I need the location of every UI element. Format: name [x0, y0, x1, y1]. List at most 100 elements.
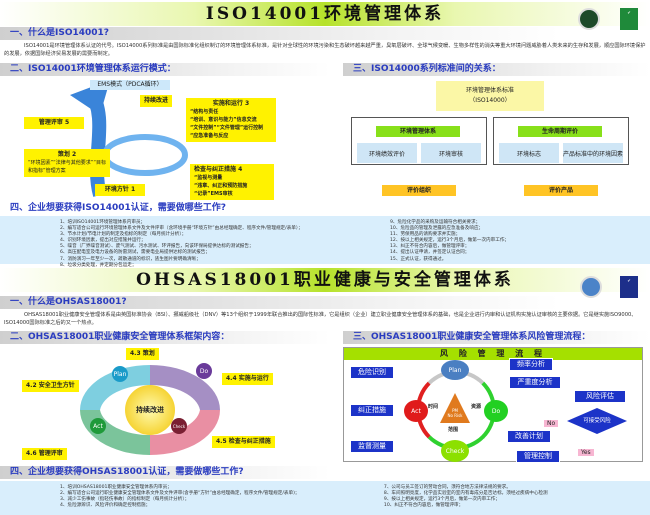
ohsas-s4-heading: 四、企业想要获得OHSAS18001认证，需要做哪些工作? — [0, 466, 330, 479]
hazard-box: 危险识别 — [350, 366, 394, 379]
list-item: 2、编写适合公司运行职业健康安全管理体系文件及文件评审(含手册“方针”由总经理确… — [60, 491, 300, 497]
eco-label: 环境标志 — [499, 143, 559, 163]
yes-label: Yes — [578, 449, 594, 456]
ohsas-s1-heading: 一、什么是OHSAS18001? — [0, 296, 560, 309]
check-node: Check — [441, 440, 469, 462]
do-item: “应急准备与反应 — [190, 133, 229, 139]
iso-title: ISO14001环境管理体系 — [0, 2, 650, 26]
list-item: 9、危险化学品的采购及运输符合相关要求； — [390, 220, 481, 225]
iso-s4-heading: 四、企业想要获得ISO14001认证，需要做哪些工作? — [10, 203, 227, 213]
review-label: 管理评审 5 — [24, 117, 84, 129]
norisk-label: No Risk — [447, 413, 463, 418]
list-item: 3、节水计划/节电计划的制定及指标的制定（每月统计分析）； — [60, 232, 187, 238]
list-item: 1、培训ISO14001环境管理体系内审员； — [60, 220, 146, 225]
item-4-4: 4.4 实施与运行 — [222, 373, 273, 385]
policy-label: 环境方针 1 — [95, 184, 145, 196]
who-logo — [580, 276, 602, 298]
performance-eval: 环境绩效评价 — [357, 143, 417, 163]
lca-head: 生命周期评价 — [518, 126, 602, 137]
monitor-box: 监督测量 — [350, 440, 394, 453]
do-circle: Do — [196, 363, 212, 379]
risk-flow: 风 险 管 理 流 程 危险识别 纠正措施 监督测量 频率分析 严重度分析 风险… — [343, 347, 643, 463]
act-node: Act — [404, 400, 428, 422]
list-item: 10、危险品的管理及泄露的应急准备及响应； — [390, 226, 484, 232]
freq-box: 频率分析 — [509, 358, 553, 371]
item-4-6: 4.6 管理评审 — [22, 448, 67, 460]
ems-label: EMS模式（PDCA循环） — [90, 80, 170, 90]
ohsas-title: OHSAS18001职业健康与安全管理体系 — [0, 268, 650, 292]
plan-box: 策划 2 “环境因素”“法律与其他要求”“目标和指标”管理方案 — [24, 149, 110, 177]
do-title: 实施和运行 3 — [212, 100, 250, 107]
ohsas-s2-heading: 二、OHSAS18001职业健康安全管理体系框架内容： — [0, 331, 330, 344]
standard-sub: （ISO14000） — [469, 97, 511, 104]
pm-label: PM — [452, 408, 458, 413]
check-circle: Check — [171, 418, 187, 434]
resource-label: 资源 — [471, 404, 482, 410]
list-item: 11、劳保用品的请购要求并实施； — [390, 232, 461, 238]
do-item: “文件控制”“文件管理”运行控制 — [190, 125, 264, 131]
acceptable-diamond: 可接受风险 — [567, 408, 627, 434]
time-label: 时间 — [428, 404, 439, 410]
plan-circle: Plan — [112, 366, 128, 382]
list-item: 5、噪音（厂界噪音测试）、废气测试、污水测试、环评报告，向该环保局提供达标的测试… — [60, 244, 254, 250]
logo-emblem — [578, 8, 600, 30]
list-item: 13、纠正不符合内容后，做管理评审； — [390, 244, 470, 250]
improve-center: 持续改进 — [125, 385, 175, 435]
product-env: 产品标准中的环境因素 — [563, 143, 623, 163]
do-box: 实施和运行 3 “结构与责任 “培训、意识与能力”信息交流 “文件控制”“文件管理”运… — [186, 98, 276, 142]
control-box: 管理控制 — [516, 450, 560, 463]
scope-label: 范围 — [448, 427, 459, 433]
do-item: “培训、意识与能力”信息交流 — [190, 117, 257, 123]
act-circle: Act — [90, 418, 106, 434]
iso-s1-heading: 一、什么是ISO14001? — [0, 27, 560, 40]
env-audit: 环境审核 — [421, 143, 481, 163]
list-item: 7、消防演习一年至少一次，疏散通道的标识，逃生图片要明确清晰； — [60, 256, 201, 262]
ohsas-s3-heading: 三、OHSAS18001职业健康安全管理体系风险管理流程： — [343, 331, 650, 344]
eval-product: 评价产品 — [524, 185, 598, 196]
list-item: 10、纠正不符合内容后，做管理评审； — [383, 503, 464, 509]
iso-s4-list: 1、培训ISO14001环境管理体系内审员；2、编写适合公司运行环境管理体系文件… — [0, 216, 650, 268]
list-item: 7、公司与员工签订的劳动合同，须符合地方法律法规的要求。 — [383, 485, 511, 490]
ems-head: 环境管理体系 — [376, 126, 460, 137]
list-item: 9、按以上相关规定，运行3个月后，做第一次内审工作； — [383, 497, 500, 503]
list-item: 4、识别环境因素，提出对应措施并运行； — [60, 238, 146, 244]
ohsas-s4-list: 1、培训OHSAS18001职业健康安全管理体系内审员；2、编写适合公司运行职业… — [0, 481, 650, 515]
check-item: “违章、纠正和预防措施 — [194, 183, 248, 189]
list-item: 12、按以上相关规定，运行3个月后，做第一次内审工作； — [390, 238, 510, 244]
do-item: “结构与责任 — [190, 109, 219, 115]
correct-box: 纠正措施 — [350, 404, 394, 417]
ohsas-s1-text: OHSAS18001职业健康安全管理体系是由英国标准协会（BSI）、挪威船级社（… — [4, 312, 637, 326]
standard-title: 环境管理体系标准 — [465, 87, 514, 94]
ukas-logo: ✔ — [620, 276, 638, 298]
standard-box: 环境管理体系标准 （ISO14000） — [436, 81, 544, 111]
list-item: 4、危险源辨识、风险评价和确定控制措施； — [60, 503, 151, 509]
check-item: “监视与测量 — [194, 175, 223, 181]
check-title: 检查与纠正措施 4 — [194, 166, 243, 173]
org-group: 环境管理体系 环境绩效评价 环境审核 — [351, 117, 487, 165]
list-item: 8、垃圾分类处理，并定期分包运走； — [60, 262, 137, 268]
eval-org: 评价组织 — [382, 185, 456, 196]
item-4-5: 4.5 检查与纠正措施 — [212, 436, 275, 448]
check-box: 检查与纠正措施 4 “监视与测量 “违章、纠正和预防措施 “记录”EMS审核 — [190, 164, 274, 200]
item-4-3: 4.3 策划 — [126, 348, 159, 360]
no-label: No — [544, 420, 559, 427]
assess-box: 风险评估 — [574, 390, 626, 403]
plan-items: “环境因素”“法律与其他要求”“目标和指标”管理方案 — [28, 160, 106, 174]
list-item: 6、高压配电室及电力设备的防雷测试，需要电业局提供达标的测试报告； — [60, 250, 210, 256]
list-item: 15、正式认证，获得通过。 — [390, 256, 447, 262]
item-4-2: 4.2 安全卫生方针 — [22, 380, 79, 392]
risk-banner: 风 险 管 理 流 程 — [344, 348, 642, 360]
improve-plan-box: 改善计划 — [507, 430, 551, 443]
list-item: 3、减少工伤事故（指轻伤事故）的指标制定（每月统计分析）； — [60, 497, 190, 503]
iso-s1-text: ISO14001是环境管理体系认证的代号。ISO14000系列标准是由国际标准化… — [4, 43, 646, 57]
product-group: 生命周期评价 环境标志 产品标准中的环境因素 — [493, 117, 629, 165]
do-node: Do — [484, 400, 508, 422]
plan-node: Plan — [441, 360, 469, 380]
list-item: 2、编写适合公司运行环境管理体系文件及文件评审（含环境手册“环境方针”由总经理确… — [60, 226, 303, 232]
list-item: 8、车间照明亮度，化学品实验室的室内有毒成分是否达标，须经过疾病中心检测 — [383, 491, 548, 497]
plan-title: 策划 2 — [57, 151, 77, 158]
list-item: 14、提出认证申请，并签定认证合同； — [390, 250, 470, 256]
check-item: “记录”EMS审核 — [194, 191, 233, 197]
improve-label: 持续改进 — [140, 95, 173, 107]
